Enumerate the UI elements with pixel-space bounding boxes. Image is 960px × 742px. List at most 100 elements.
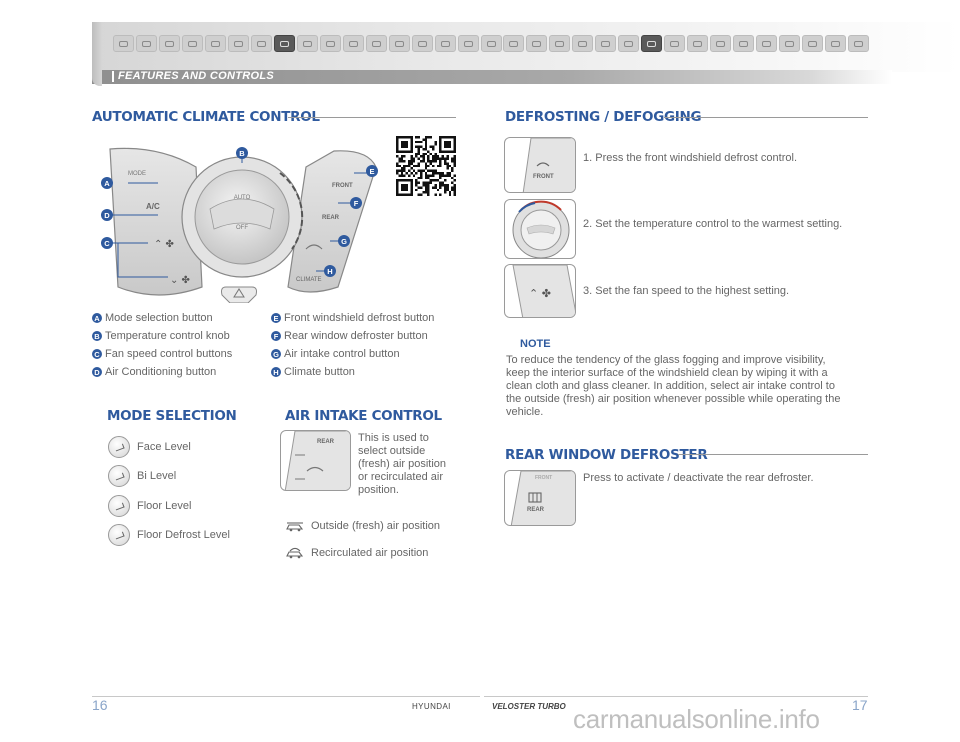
svg-text:F: F [354,199,359,208]
step2-thumbnail [504,199,576,259]
feature-tab-icon[interactable] [687,35,708,52]
feature-tab-icon[interactable] [113,35,134,52]
callout-A: A [101,177,113,189]
mode-item: Face Level [108,432,230,462]
air-intake-heading: AIR INTAKE CONTROL [285,408,442,424]
callout-C: C [101,237,113,249]
feature-tab-icon[interactable] [320,35,341,52]
text-line: the outside (fresh) air position wheneve… [506,393,841,405]
legend-text: Rear window defroster button [284,330,428,342]
callout-B: B [236,147,248,159]
legend-key-badge: A [92,313,102,323]
svg-text:A: A [104,179,110,188]
feature-tab-icon[interactable] [618,35,639,52]
feature-tab-icon[interactable] [297,35,318,52]
feature-tab-icon[interactable] [733,35,754,52]
footer-brand: HYUNDAI [412,702,451,711]
legend-key-badge: H [271,367,281,377]
feature-tab-icon[interactable] [549,35,570,52]
thumb-front-label: FRONT [533,174,554,180]
text-line: This is used to [358,432,429,444]
feature-tab-icon[interactable] [572,35,593,52]
feature-tab-icon[interactable] [412,35,433,52]
callout-D: D [101,209,113,221]
feature-tab-icon[interactable] [458,35,479,52]
feature-tab-icon[interactable] [251,35,272,52]
off-label: OFF [236,225,248,231]
legend-text: Climate button [284,366,355,378]
feature-tab-icon[interactable] [228,35,249,52]
climate-label: CLIMATE [296,277,322,283]
feature-tab-icon[interactable] [526,35,547,52]
legend-key-badge: G [271,349,281,359]
legend-text: Fan speed control buttons [105,348,233,360]
feature-tab-icon[interactable] [825,35,846,52]
recirculated-air-icon [285,547,305,559]
thumb-rear-label: REAR [317,439,335,445]
feature-tab-icon[interactable] [435,35,456,52]
fan-down-icon: ⌄ ✤ [170,275,190,286]
svg-text:G: G [341,237,347,246]
qr-code[interactable] [396,136,456,196]
feature-icon-strip-left [113,35,502,52]
outside-air-label: Outside (fresh) air position [311,520,440,532]
legend-key-badge: F [271,331,281,341]
feature-tab-icon[interactable] [756,35,777,52]
recirculate-icon [305,244,323,250]
footer-model: VELOSTER TURBO [492,702,566,711]
note-title: NOTE [520,338,551,350]
feature-tab-icon[interactable] [274,35,295,52]
page-number-left: 16 [92,697,108,713]
mode-label: Floor Level [137,499,192,512]
rear-defroster-thumbnail: FRONT REAR [504,470,576,526]
feature-tab-icon[interactable] [182,35,203,52]
feature-tab-icon[interactable] [595,35,616,52]
legend-text: Air Conditioning button [105,366,217,378]
text-line: position. [358,484,399,496]
svg-text:C: C [104,239,110,248]
feature-tab-icon[interactable] [343,35,364,52]
feature-tab-icon[interactable] [641,35,662,52]
step1-thumbnail: FRONT [504,137,576,193]
text-line: keep the interior surface of the windshi… [506,367,828,379]
feature-tab-icon[interactable] [779,35,800,52]
text-line: (fresh) air position [358,458,447,470]
svg-text:H: H [327,267,332,276]
text-line: vehicle. [506,406,544,418]
feature-tab-icon[interactable] [802,35,823,52]
mode-label: Bi Level [137,470,177,483]
mode-button-icon [108,435,130,458]
svg-text:E: E [369,167,374,176]
note-body: To reduce the tendency of the glass fogg… [506,354,840,419]
mode-item: Floor Level [108,491,230,521]
feature-tab-icon[interactable] [710,35,731,52]
feature-tab-icon[interactable] [205,35,226,52]
feature-tab-icon[interactable] [389,35,410,52]
fan-up-icon: ⌃ ✤ [154,239,174,250]
step-1-text: 1. Press the front windshield defrost co… [583,152,797,164]
feature-tab-icon[interactable] [481,35,502,52]
recirculated-air-item: Recirculated air position [285,547,428,559]
legend-key-badge: D [92,367,102,377]
feature-tab-icon[interactable] [503,35,524,52]
footer-rule-right [484,696,868,697]
feature-tab-icon[interactable] [664,35,685,52]
legend-key-badge: B [92,331,102,341]
feature-tab-icon[interactable] [366,35,387,52]
feature-tab-icon[interactable] [136,35,157,52]
feature-tab-icon[interactable] [848,35,869,52]
ac-label: A/C [146,202,160,211]
defrost-heading-rule [664,117,868,118]
thumb-front-partial-label: FRONT [535,475,552,481]
mode-label: Face Level [137,440,191,453]
feature-tab-icon[interactable] [159,35,180,52]
